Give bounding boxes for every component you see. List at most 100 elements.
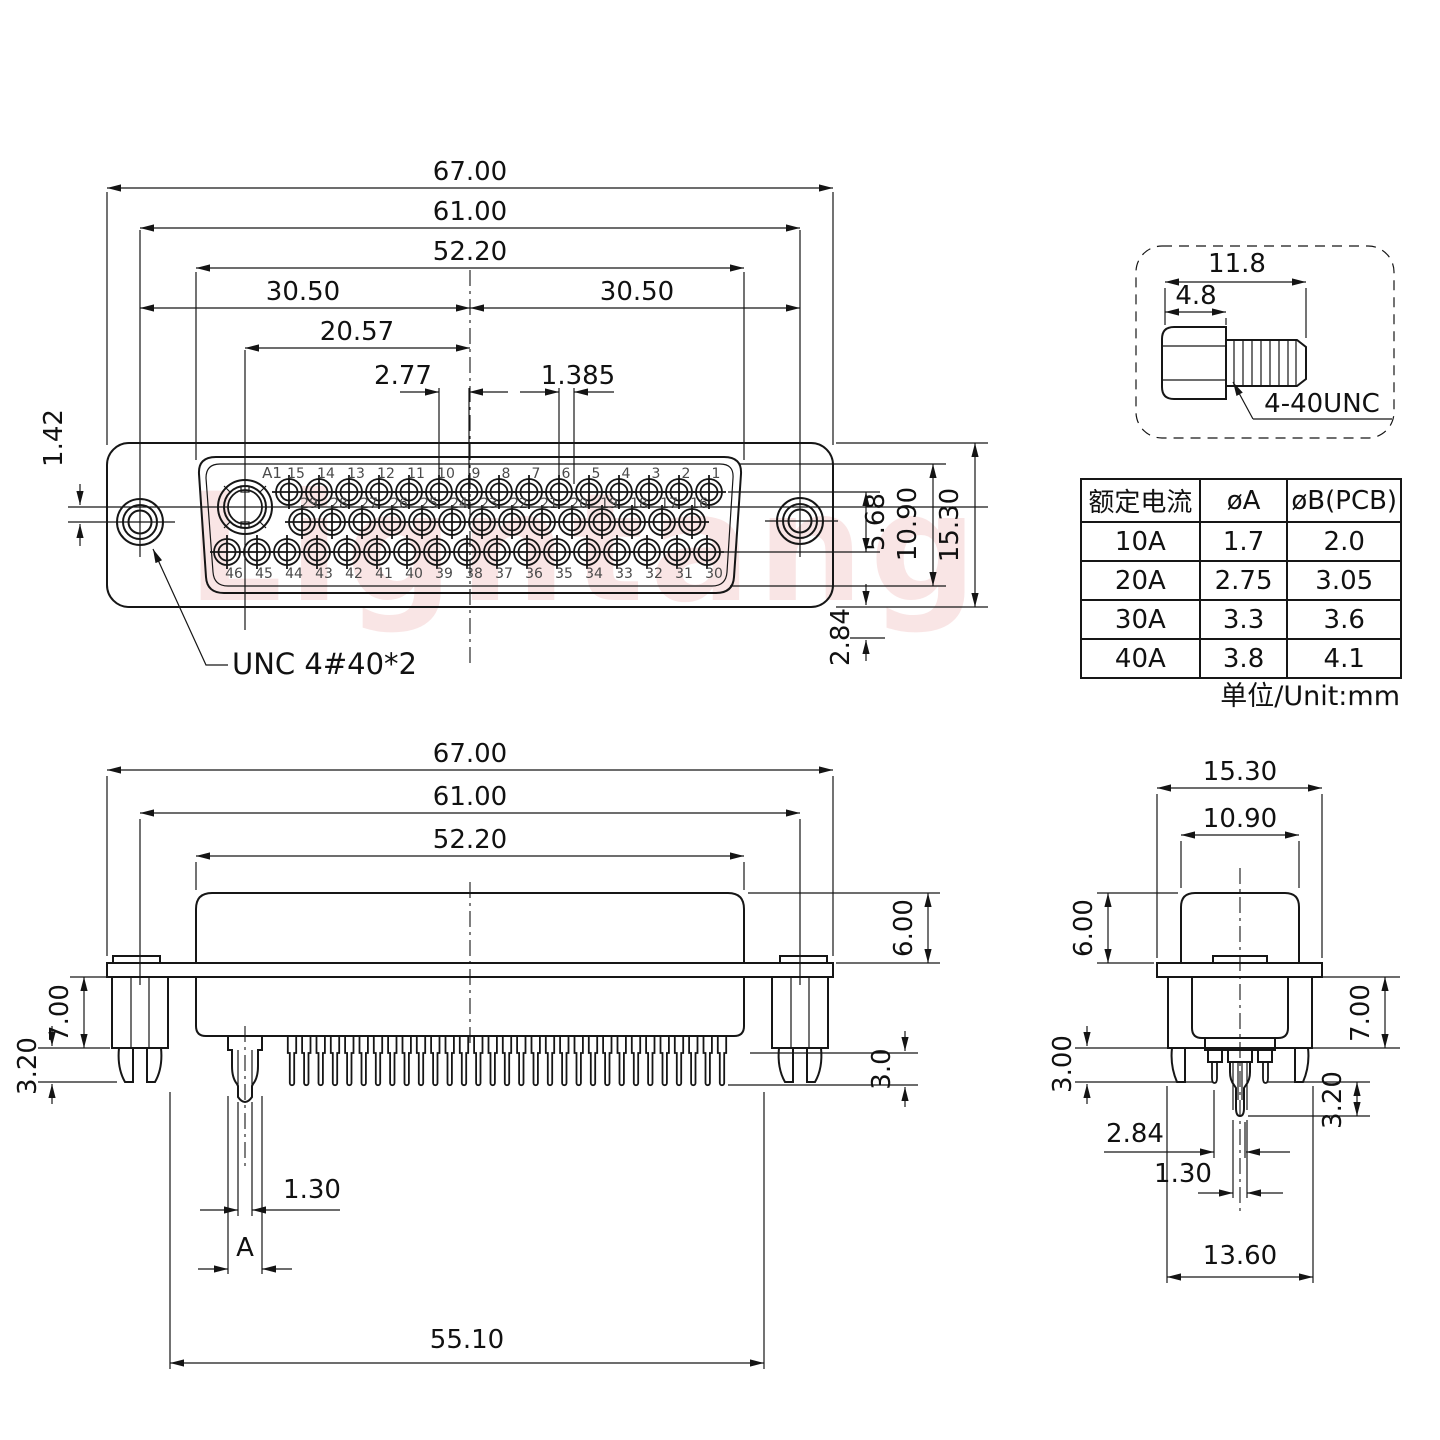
front-dim-61: 61.00 (433, 782, 507, 812)
pin-label: 27 (360, 496, 378, 512)
pin-label: 46 (225, 566, 243, 582)
front-pin (559, 1035, 570, 1087)
side-dim-6: 6.00 (1069, 899, 1099, 957)
front-pin (401, 1035, 412, 1087)
dim-67: 67.00 (433, 157, 507, 187)
pin-label: 34 (585, 566, 603, 582)
pin-contact: 13 (332, 466, 366, 509)
front-pin (487, 1035, 498, 1087)
front-pin (430, 1035, 441, 1087)
pin-contact: 34 (570, 535, 604, 582)
front-view-dimension-lines (38, 766, 940, 1369)
side-view: 15.30 10.90 6.00 7.00 3.00 3.20 2.84 1.3… (1048, 757, 1400, 1283)
pin-label: 1 (712, 466, 721, 482)
front-pin (530, 1035, 541, 1087)
pin-label: 12 (377, 466, 395, 482)
pin-label: 43 (315, 566, 333, 582)
cell-current: 30A (1080, 599, 1201, 640)
front-pin (458, 1035, 470, 1087)
pin-contact: 39 (420, 535, 454, 582)
cell-current: 40A (1080, 638, 1201, 679)
dim-2057: 20.57 (320, 317, 394, 347)
pin-label: 14 (317, 466, 335, 482)
pin-contact: 35 (540, 535, 574, 582)
front-pin (387, 1035, 398, 1087)
pin-contact: 12 (362, 466, 396, 509)
pin-label: 39 (435, 566, 453, 582)
front-view-outline (106, 882, 834, 1168)
pin-contact: 30 (690, 535, 724, 582)
front-pin (673, 1035, 685, 1087)
pin-a1-label: A1 (262, 464, 282, 482)
pin-label: 19 (600, 496, 618, 512)
front-pin-row (286, 1035, 728, 1087)
pin-contact: 20 (555, 496, 589, 539)
screw-head (1161, 326, 1227, 400)
pin-contact: 14 (302, 466, 336, 509)
pin-label: 38 (465, 566, 483, 582)
pin-label: 15 (287, 466, 305, 482)
top-view-dimension-lines (76, 184, 988, 666)
pin-contact: 29 (285, 496, 319, 539)
pin-label: 17 (660, 496, 678, 512)
table-row: 30A 3.3 3.6 (1080, 599, 1402, 640)
pin-label: 3 (652, 466, 661, 482)
dim-52: 52.20 (433, 237, 507, 267)
dim-118: 11.8 (1208, 249, 1266, 279)
front-dim-13: 1.30 (283, 1175, 341, 1205)
dim-277: 2.77 (374, 361, 432, 391)
pin-label: 2 (682, 466, 691, 482)
pin-label: 20 (570, 496, 588, 512)
front-pin (544, 1035, 556, 1087)
pin-label: 22 (510, 496, 528, 512)
screw-thread-shaft (1226, 339, 1307, 387)
pin-contact: 8 (482, 466, 516, 509)
dim-142: 1.42 (39, 409, 69, 467)
front-pin (659, 1035, 670, 1087)
side-dim-1530: 15.30 (1203, 757, 1277, 787)
side-dim-136: 13.60 (1203, 1241, 1277, 1271)
table-header-dia-a: øA (1198, 478, 1289, 523)
pin-label: 36 (525, 566, 543, 582)
pin-label: 31 (675, 566, 693, 582)
dim-61: 61.00 (433, 197, 507, 227)
side-dim-13: 1.30 (1154, 1159, 1212, 1189)
pin-label: 21 (540, 496, 558, 512)
pin-label: 23 (480, 496, 498, 512)
side-dim-1090: 10.90 (1203, 804, 1277, 834)
front-pin (372, 1035, 384, 1087)
pin-contact: 46 (210, 535, 244, 582)
pin-label: 25 (420, 496, 438, 512)
front-pin (415, 1035, 427, 1087)
pin-label: 16 (690, 496, 708, 512)
pin-contact: 25 (405, 496, 439, 539)
pin-contact: 32 (630, 535, 664, 582)
front-pin (716, 1035, 728, 1087)
dim-284: 2.84 (826, 608, 856, 666)
pin-label: 4 (622, 466, 631, 482)
pin-label: 28 (330, 496, 348, 512)
side-view-dimension-lines (1075, 784, 1400, 1283)
dim-30-right: 30.50 (600, 277, 674, 307)
pin-label: 37 (495, 566, 513, 582)
cell-current: 10A (1080, 521, 1201, 562)
side-dim-284: 2.84 (1106, 1119, 1164, 1149)
dim-1090: 10.90 (893, 487, 923, 561)
pin-contact: 45 (240, 535, 274, 582)
front-pin (602, 1035, 613, 1087)
front-pin (329, 1035, 341, 1087)
pin-label: 24 (450, 496, 468, 512)
front-dim-a: A (236, 1233, 254, 1263)
front-pin (702, 1035, 713, 1087)
pin-label: 44 (285, 566, 303, 582)
table-row: 40A 3.8 4.1 (1080, 638, 1402, 679)
front-dim-7: 7.00 (45, 984, 75, 1042)
detail-frame (1135, 245, 1395, 439)
pin-label: 32 (645, 566, 663, 582)
pin-label: 6 (562, 466, 571, 482)
pin-label: 10 (437, 466, 455, 482)
pin-label: 9 (472, 466, 481, 482)
